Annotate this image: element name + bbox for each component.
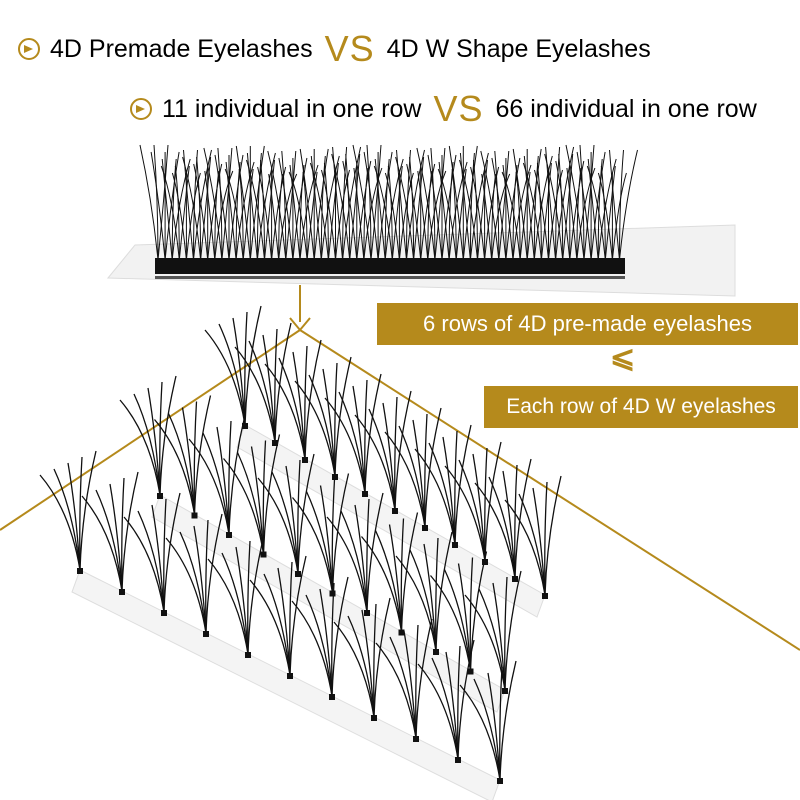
- headline1-right: 4D W Shape Eyelashes: [386, 34, 651, 63]
- premade-lash-rows: [39, 305, 562, 800]
- headline-count-comparison: 11 individual in one row VS 66 individua…: [130, 88, 757, 130]
- headline2-left: 11 individual in one row: [162, 94, 422, 123]
- w-shape-lash-strip: [139, 144, 638, 261]
- headline2-right: 66 individual in one row: [495, 94, 757, 123]
- headline1-vs: VS: [324, 28, 375, 69]
- play-circle-icon: [130, 98, 152, 120]
- tag-six-rows-premade: 6 rows of 4D pre-made eyelashes: [377, 303, 798, 345]
- less-equal-sign: ⩽: [610, 341, 636, 374]
- lash-strip-ruler: [155, 276, 625, 279]
- tag-each-row-w: Each row of 4D W eyelashes: [484, 386, 798, 428]
- frame-line-right: [299, 329, 800, 651]
- arrow-down-icon: [289, 317, 311, 332]
- lash-strip-base: [155, 258, 625, 274]
- headline1-left: 4D Premade Eyelashes: [50, 34, 313, 63]
- headline2-vs: VS: [433, 88, 484, 129]
- headline-premade-vs-w: 4D Premade Eyelashes VS 4D W Shape Eyela…: [18, 28, 651, 70]
- frame-line-left: [0, 329, 301, 531]
- play-circle-icon: [18, 38, 40, 60]
